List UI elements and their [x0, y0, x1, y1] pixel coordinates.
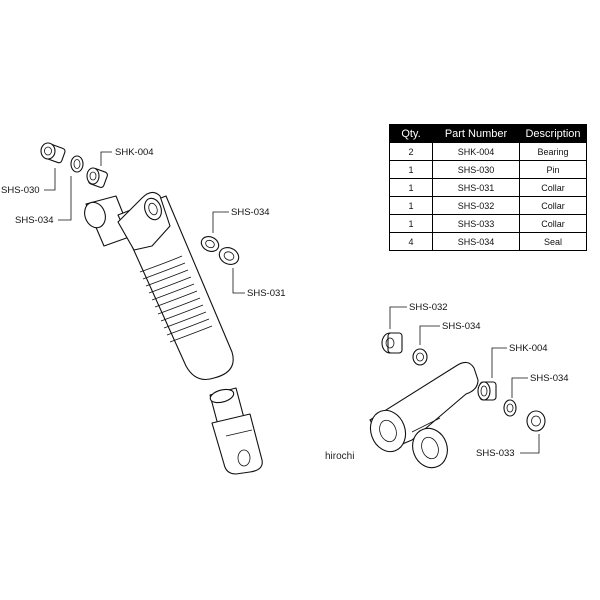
table-row: 1 SHS-033 Collar — [389, 214, 587, 233]
callout-shs-034-link-right: SHS-034 — [530, 373, 569, 384]
callout-shs-030: SHS-030 — [1, 185, 40, 196]
callout-shs-034-link-top: SHS-034 — [442, 321, 481, 332]
table-row: 4 SHS-034 Seal — [389, 232, 587, 251]
seal-shs-034-mid-part — [200, 236, 220, 252]
cell-part-number: SHS-031 — [432, 178, 520, 197]
callout-shk-004-top: SHK-004 — [115, 147, 154, 158]
seal-shs-034-left-part — [70, 155, 84, 173]
cell-part-number: SHS-032 — [432, 196, 520, 215]
linkage-arm — [369, 361, 479, 469]
callout-shs-034-mid: SHS-034 — [231, 207, 270, 218]
cell-part-number: SHS-030 — [432, 160, 520, 179]
cell-description: Collar — [519, 214, 587, 233]
header-description: Description — [519, 124, 587, 143]
cell-part-number: SHK-004 — [432, 142, 520, 161]
callout-shs-033: SHS-033 — [476, 448, 515, 459]
cell-qty: 1 — [389, 196, 433, 215]
header-part-number: Part Number — [432, 124, 520, 143]
cell-qty: 4 — [389, 232, 433, 251]
cell-description: Seal — [519, 232, 587, 251]
collar-shs-032-part — [381, 332, 403, 354]
callout-shk-004-link: SHK-004 — [509, 343, 548, 354]
cell-qty: 1 — [389, 178, 433, 197]
parts-table-header-row: Qty. Part Number Description — [389, 124, 587, 143]
cell-qty: 1 — [389, 214, 433, 233]
cell-part-number: SHS-033 — [432, 214, 520, 233]
watermark-text: hirochi — [325, 451, 355, 462]
cell-description: Collar — [519, 196, 587, 215]
table-row: 1 SHS-030 Pin — [389, 160, 587, 179]
seal-shs-034-link-right-part — [503, 399, 517, 417]
leader-lines — [44, 151, 540, 454]
cell-description: Pin — [519, 160, 587, 179]
bearing-shk-004-link-part — [477, 381, 497, 401]
shock-rod-end — [209, 387, 263, 475]
collar-shs-033-part — [526, 410, 546, 432]
bearing-shk-004-top-part — [86, 167, 108, 188]
shock-absorber-body — [84, 191, 234, 381]
seal-shs-034-link-top-part — [412, 348, 428, 366]
cell-part-number: SHS-034 — [432, 232, 520, 251]
header-qty: Qty. — [389, 124, 433, 143]
table-row: 2 SHK-004 Bearing — [389, 142, 587, 161]
cell-description: Bearing — [519, 142, 587, 161]
cell-qty: 2 — [389, 142, 433, 161]
pin-shs-030-part — [40, 142, 66, 164]
callout-shs-031: SHS-031 — [247, 288, 286, 299]
callout-shs-034-left: SHS-034 — [15, 215, 54, 226]
cell-qty: 1 — [389, 160, 433, 179]
collar-shs-031-part — [218, 247, 240, 265]
table-row: 1 SHS-032 Collar — [389, 196, 587, 215]
table-row: 1 SHS-031 Collar — [389, 178, 587, 197]
callout-shs-032: SHS-032 — [409, 302, 448, 313]
parts-table: Qty. Part Number Description 2 SHK-004 B… — [389, 124, 587, 251]
cell-description: Collar — [519, 178, 587, 197]
